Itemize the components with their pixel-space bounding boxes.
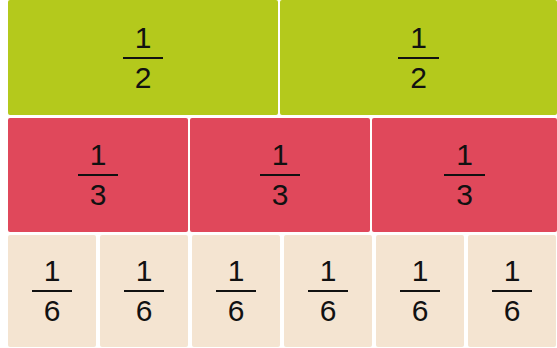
numerator: 1 [492,254,533,292]
numerator: 1 [400,254,441,292]
denominator: 3 [456,176,473,212]
sixth-tile: 16 [192,235,280,347]
third-tile: 13 [8,118,188,232]
numerator: 1 [32,254,73,292]
denominator: 3 [90,176,107,212]
sixth-tile: 16 [100,235,188,347]
sixth-tile: 16 [376,235,464,347]
denominator: 6 [320,292,337,328]
numerator: 1 [216,254,257,292]
third-tile: 13 [372,118,557,232]
sixth-tile: 16 [468,235,556,347]
half-tile: 12 [280,0,557,115]
denominator: 2 [135,59,152,95]
half-tile: 12 [8,0,278,115]
sixth-tile: 16 [284,235,372,347]
denominator: 6 [136,292,153,328]
numerator: 1 [444,138,485,176]
numerator: 1 [398,21,439,59]
denominator: 6 [228,292,245,328]
numerator: 1 [308,254,349,292]
third-tile: 13 [190,118,370,232]
denominator: 6 [412,292,429,328]
numerator: 1 [124,254,165,292]
numerator: 1 [123,21,164,59]
numerator: 1 [78,138,119,176]
denominator: 6 [504,292,521,328]
numerator: 1 [260,138,301,176]
denominator: 2 [410,59,427,95]
sixth-tile: 16 [8,235,96,347]
denominator: 3 [272,176,289,212]
denominator: 6 [44,292,61,328]
